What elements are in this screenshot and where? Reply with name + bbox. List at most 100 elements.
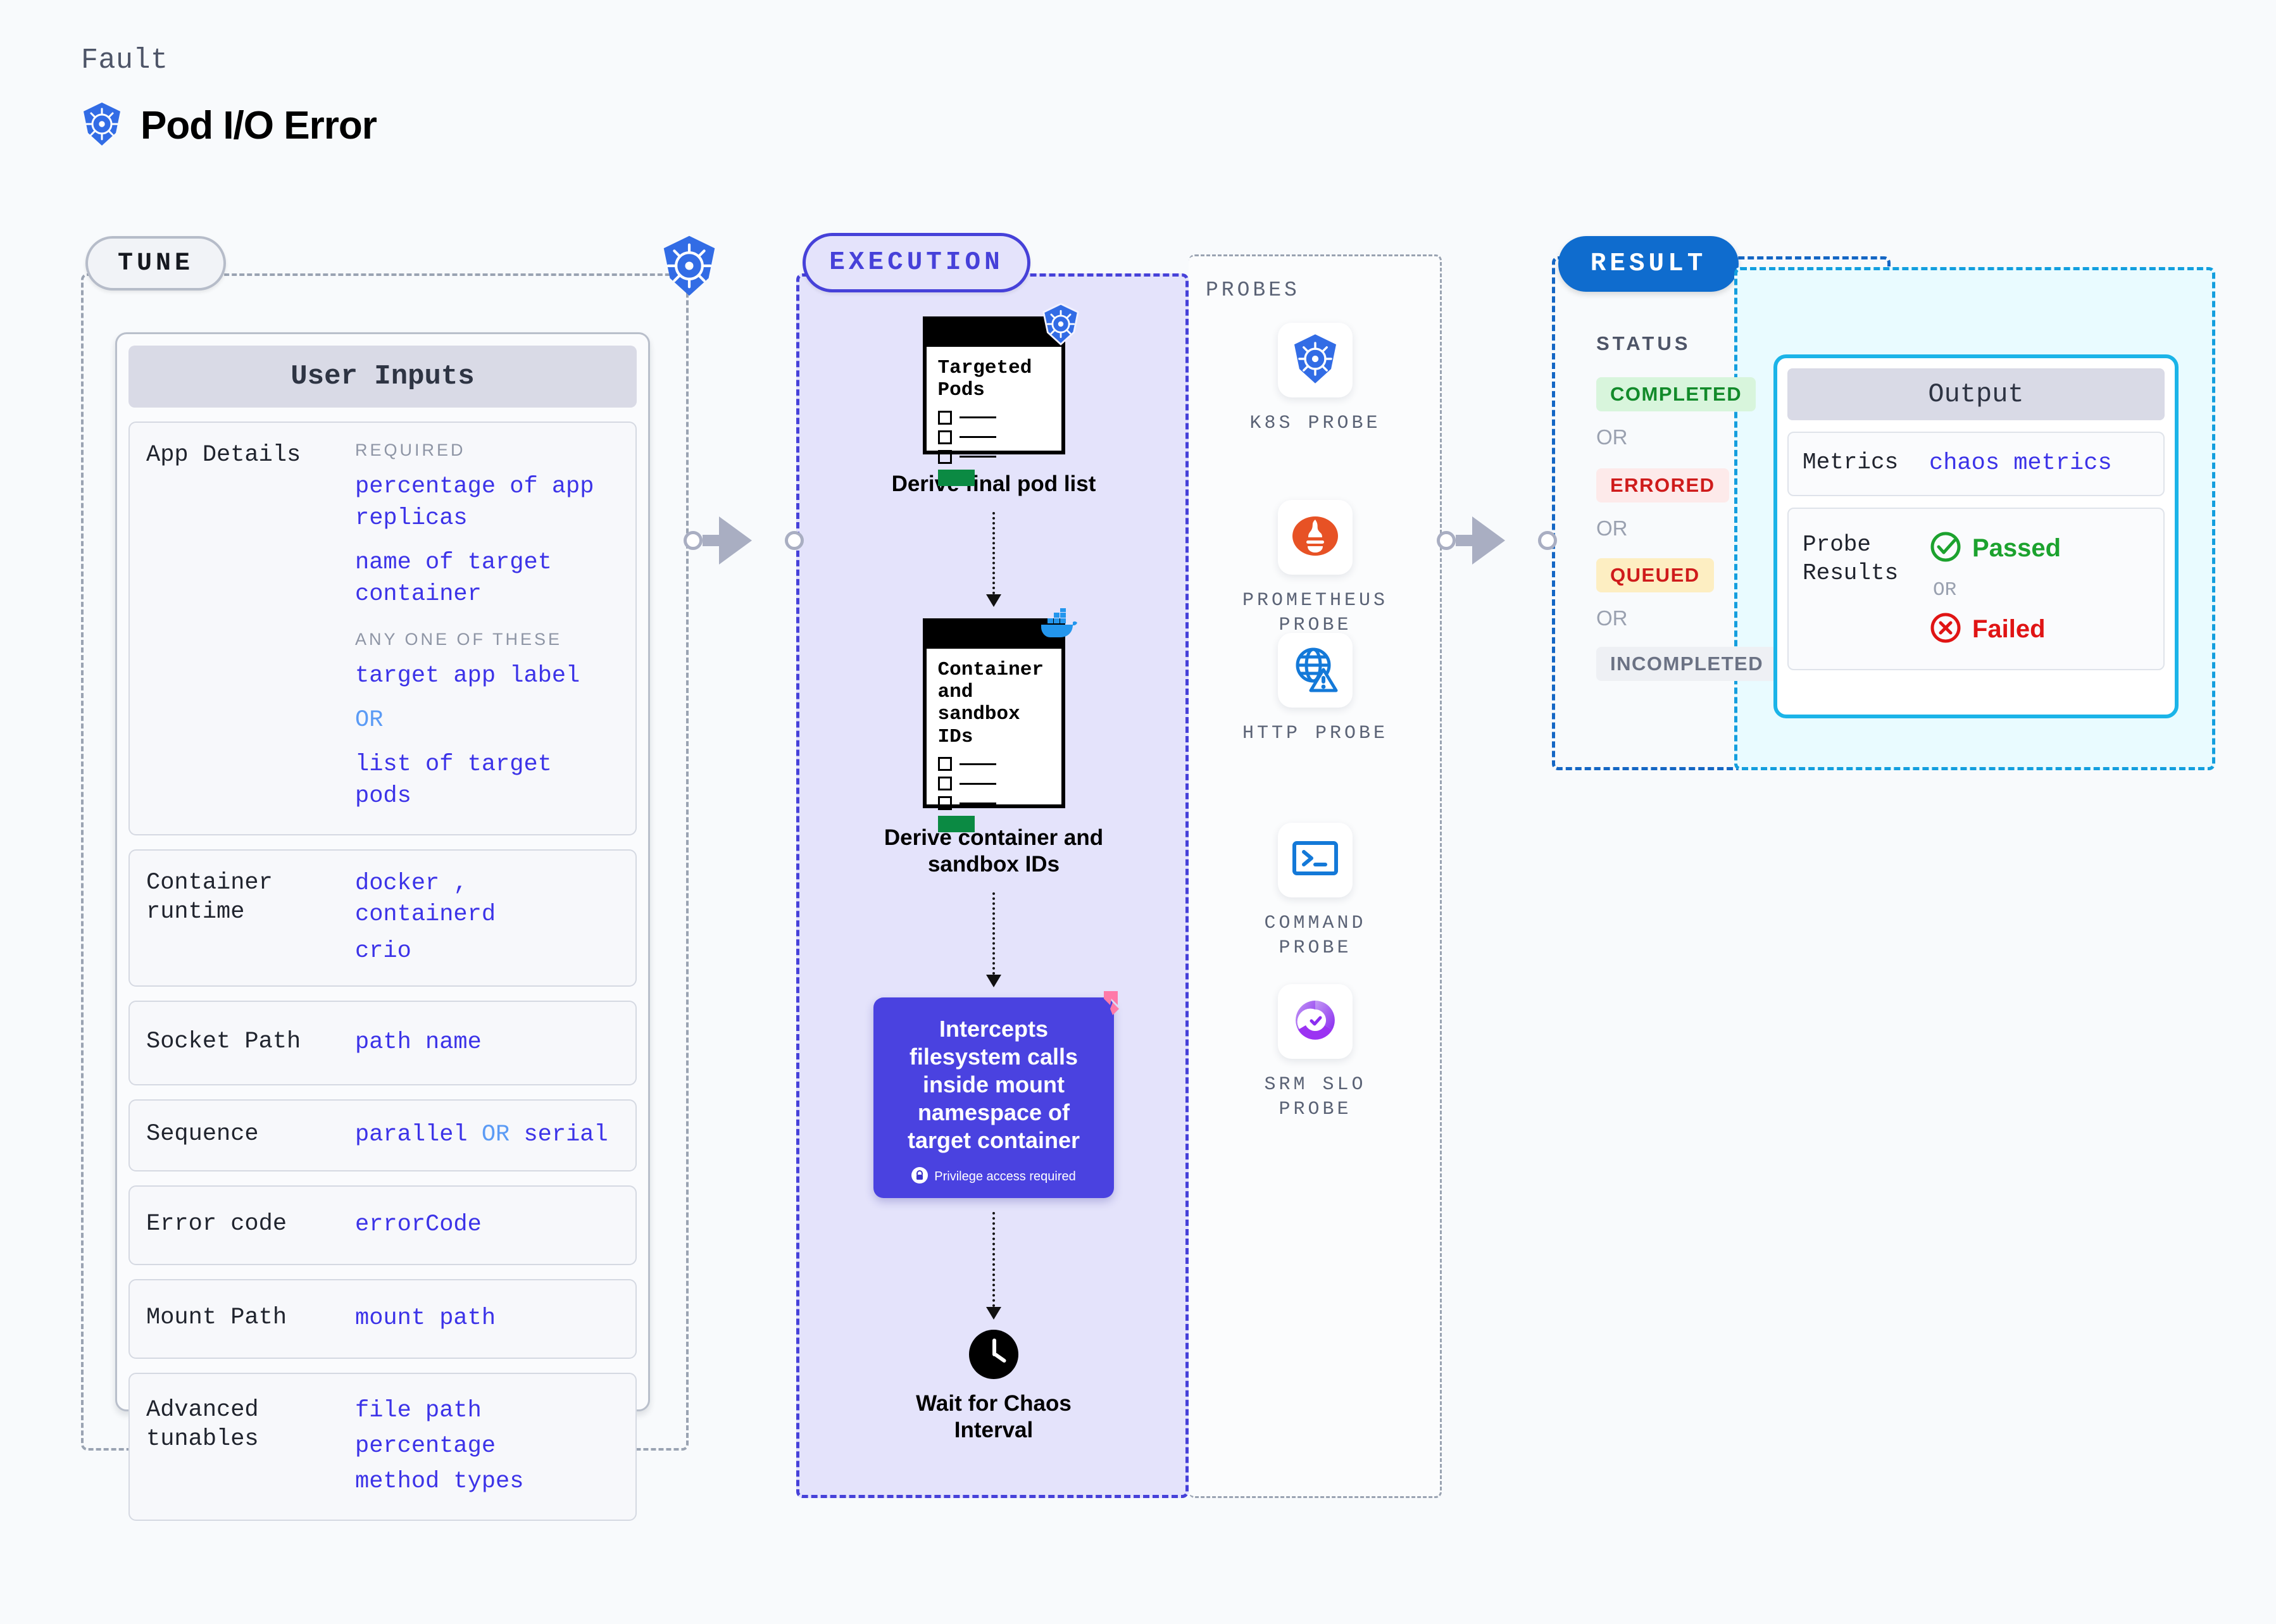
tune-row-key: Container runtime: [146, 869, 273, 925]
probe-command[interactable]: COMMAND PROBE: [1227, 823, 1404, 961]
tune-sub-label-required: REQUIRED: [355, 440, 466, 459]
tune-value: parallel OR serial: [355, 1120, 619, 1151]
prometheus-icon: [1290, 511, 1341, 565]
card-list-item: [937, 410, 1050, 425]
probe-result-failed: Failed: [1929, 611, 2149, 647]
card-top-bar: [926, 320, 1061, 347]
tune-row-key: Sequence: [146, 1121, 259, 1148]
tune-row-key: Mount Path: [146, 1304, 287, 1332]
flow-connector: [992, 892, 995, 975]
output-row-probe-results[interactable]: Probe Results Passed OR: [1787, 507, 2165, 670]
status-badge-incompleted: INCOMPLETED: [1596, 647, 1778, 681]
checkbox-icon: [937, 430, 952, 444]
page-title: Pod I/O Error: [141, 104, 377, 147]
check-circle-icon: [1929, 530, 1962, 566]
output-row-metrics[interactable]: Metrics chaos metrics: [1787, 432, 2165, 496]
status-badge-label: INCOMPLETED: [1610, 653, 1764, 675]
tune-value: percentage: [355, 1433, 496, 1459]
probe-k8s[interactable]: K8S PROBE: [1227, 323, 1404, 436]
status-badge-queued: QUEUED: [1596, 558, 1714, 592]
tune-row-socket-path[interactable]: Socket Path path name: [128, 1001, 637, 1086]
tune-value: errorCode: [355, 1211, 482, 1239]
probe-result-passed: Passed: [1929, 530, 2149, 566]
kubernetes-icon: [660, 234, 718, 301]
litmus-icon: [1085, 989, 1120, 1027]
user-inputs-title: User Inputs: [128, 346, 637, 408]
tune-row-key: Advanced tunables: [146, 1397, 259, 1453]
line-placeholder: [959, 436, 996, 439]
tune-sub-label-any-one: ANY ONE OF THESE: [355, 629, 563, 649]
clock-icon: [969, 1329, 1018, 1379]
probe-srm-slo[interactable]: SRM SLO PROBE: [1227, 984, 1404, 1122]
connector-bar: [703, 535, 720, 546]
execution-stage-label: EXECUTION: [803, 233, 1030, 292]
probe-tile: [1278, 500, 1353, 575]
tune-value: crio: [355, 938, 411, 965]
globe-warning-icon: [1291, 644, 1340, 697]
connector-arrowhead: [719, 516, 785, 565]
checkbox-icon: [937, 410, 952, 425]
output-card: Output Metrics chaos metrics Probe Resul…: [1773, 354, 2179, 718]
execution-flow: Targeted Pods Derive final pod list: [823, 303, 1165, 1444]
probe-tile: [1278, 633, 1353, 708]
tune-row-container-runtime[interactable]: Container runtime docker , containerd cr…: [128, 849, 637, 987]
status-or-label: OR: [1596, 606, 1628, 630]
probe-prometheus[interactable]: PROMETHEUS PROBE: [1227, 500, 1404, 638]
wait-caption: Wait for Chaos Interval: [916, 1390, 1072, 1443]
tune-row-app-details[interactable]: App Details REQUIRED percentage of app r…: [128, 422, 637, 835]
probe-tile: [1278, 323, 1353, 397]
tune-value: list of target pods: [355, 751, 552, 809]
tune-row-sequence[interactable]: Sequence parallel OR serial: [128, 1099, 637, 1172]
chaos-action-text: Intercepts filesystem calls inside mount…: [907, 1016, 1080, 1153]
status-badge-label: QUEUED: [1610, 564, 1700, 586]
card-title: Targeted Pods: [937, 357, 1032, 402]
kubernetes-icon: [1291, 333, 1339, 388]
result-stage-label: RESULT: [1558, 236, 1739, 292]
docker-icon: [1037, 608, 1078, 643]
output-row-key: Probe Results: [1803, 531, 1899, 586]
probe-result-passed-label: Passed: [1972, 534, 2061, 562]
connector-bar: [1456, 535, 1473, 546]
card-list-item: [937, 777, 1050, 790]
tune-value: path name: [355, 1029, 482, 1056]
card-body: Container and sandbox IDs: [927, 649, 1061, 845]
connector-dot: [684, 531, 703, 550]
card-progress-bar: [937, 816, 975, 832]
tune-value: name of target container: [355, 549, 552, 608]
probe-label: SRM SLO PROBE: [1264, 1074, 1366, 1120]
card-list-item: [937, 796, 1050, 810]
card-list-item: [937, 430, 1050, 444]
checkbox-icon: [937, 777, 952, 790]
fault-title-row: Pod I/O Error: [81, 101, 377, 150]
tune-value: percentage of app replicas: [355, 473, 594, 532]
checkbox-icon: [937, 757, 952, 771]
srm-slo-icon: [1291, 996, 1340, 1048]
tune-row-key: App Details: [146, 442, 301, 468]
tune-value-or: OR: [355, 706, 384, 734]
chaos-action-card: Intercepts filesystem calls inside mount…: [873, 991, 1119, 1198]
line-placeholder: [959, 416, 996, 419]
probe-http[interactable]: HTTP PROBE: [1227, 633, 1404, 746]
fault-eyebrow-label: Fault: [81, 44, 168, 77]
tune-value: file path: [355, 1397, 482, 1425]
connector-execution-to-result: [1437, 516, 1557, 565]
line-placeholder: [959, 456, 996, 458]
tune-row-advanced-tunables[interactable]: Advanced tunables file path percentage m…: [128, 1373, 637, 1521]
probe-result-or-label: OR: [1933, 578, 1957, 601]
flow-arrow: [986, 975, 1001, 988]
probe-result-failed-label: Failed: [1972, 615, 2046, 643]
user-inputs-card: User Inputs App Details REQUIRED percent…: [115, 332, 650, 1521]
tune-row-mount-path[interactable]: Mount Path mount path: [128, 1279, 637, 1359]
tune-value: docker , containerd: [355, 870, 496, 928]
card-body: Targeted Pods: [927, 347, 1061, 499]
tune-row-error-code[interactable]: Error code errorCode: [128, 1185, 637, 1266]
checkbox-icon: [937, 449, 952, 464]
status-section-label: STATUS: [1596, 332, 1691, 354]
flow-arrow: [986, 594, 1001, 607]
output-row-key: Metrics: [1803, 449, 1899, 475]
connector-dot: [785, 531, 804, 550]
status-badge-errored: ERRORED: [1596, 468, 1729, 503]
kubernetes-icon: [81, 101, 123, 150]
lock-icon: [911, 1166, 929, 1187]
card-list-item: [937, 449, 1050, 464]
